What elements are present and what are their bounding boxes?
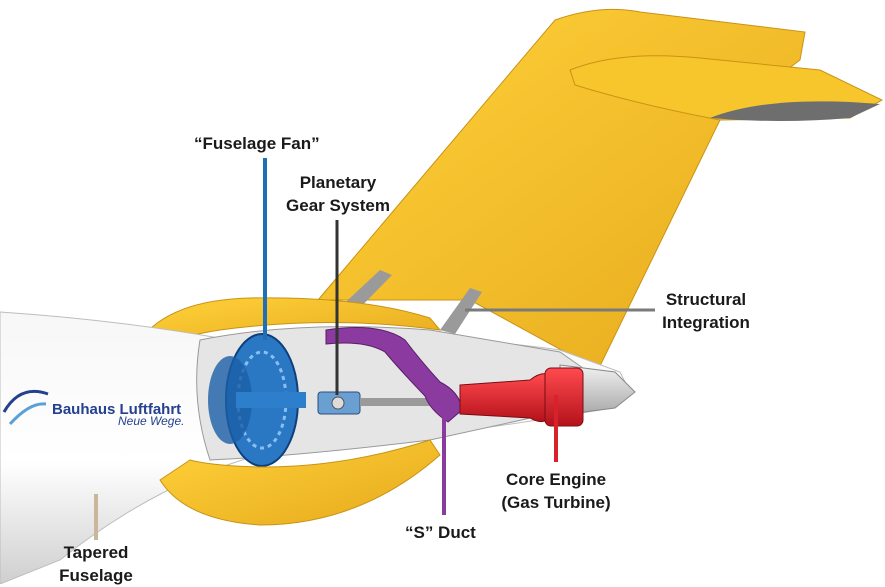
engine-cavity <box>196 326 601 461</box>
label-core-engine-line1: Core Engine <box>505 470 607 489</box>
label-tapered-fuselage: Tapered Fuselage <box>48 541 144 587</box>
nacelle-upper <box>139 297 442 349</box>
label-core-engine-line2: (Gas Turbine) <box>501 493 611 512</box>
label-tapered-line1: Tapered <box>63 543 129 562</box>
label-structural-line2: Integration <box>662 313 750 332</box>
label-planetary-gear: Planetary Gear System <box>276 171 400 217</box>
planetary-gear <box>317 391 442 415</box>
label-planetary-gear-line1: Planetary <box>299 173 377 192</box>
label-s-duct: “S” Duct <box>405 523 476 542</box>
label-tapered-line2: Fuselage <box>59 566 133 585</box>
logo-name: Bauhaus Luftfahrt <box>52 401 182 418</box>
structural-strut <box>440 288 482 334</box>
label-planetary-gear-line2: Gear System <box>286 196 390 215</box>
logo-tagline: Neue Wege. <box>118 414 185 428</box>
label-structural-line1: Structural <box>665 290 747 309</box>
bauhaus-logo-mark <box>2 389 49 426</box>
label-core-engine: Core Engine (Gas Turbine) <box>494 468 618 514</box>
label-structural-integration: Structural Integration <box>652 288 760 334</box>
label-fuselage-fan: “Fuselage Fan” <box>194 134 320 153</box>
fuselage-fan <box>208 333 306 467</box>
nacelle-lower <box>159 439 441 526</box>
